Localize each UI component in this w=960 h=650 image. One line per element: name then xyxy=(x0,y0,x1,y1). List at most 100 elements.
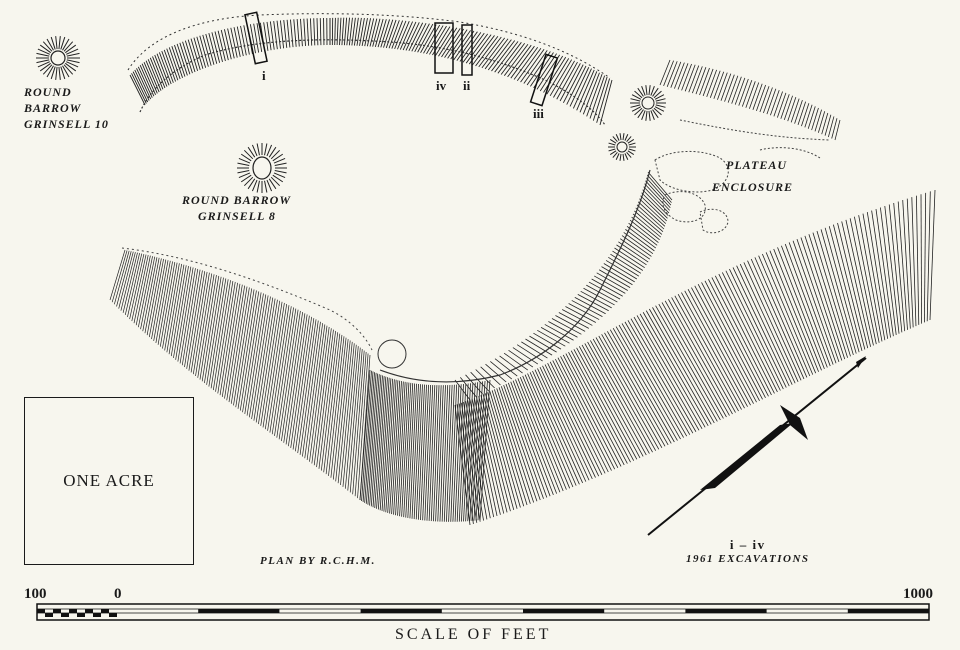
rampart-hachure xyxy=(582,72,600,115)
rampart-outer-edge xyxy=(127,13,611,79)
slope-hachure xyxy=(534,369,587,482)
slope-hachure xyxy=(605,260,638,280)
rampart-hachure xyxy=(256,23,263,53)
slope-hachure xyxy=(780,94,790,119)
rampart-hachure xyxy=(300,18,303,47)
rampart-hachure xyxy=(450,30,471,60)
spur-edge xyxy=(379,169,651,383)
slope-hachure xyxy=(482,394,515,511)
barrow-hachure xyxy=(42,64,53,75)
barrow-hachure xyxy=(624,153,629,160)
barrow-hachure xyxy=(615,134,620,141)
barrow-hachure xyxy=(264,180,268,193)
slope-hachure xyxy=(471,381,481,521)
slope-hachure xyxy=(177,267,194,362)
slope-hachure xyxy=(615,326,681,440)
slope-hachure xyxy=(677,63,689,90)
slope-hachure xyxy=(175,266,192,360)
barrow-hachure xyxy=(650,85,655,96)
slope-hachure xyxy=(467,382,476,522)
slope-hachure xyxy=(708,278,769,397)
slope-hachure xyxy=(127,253,143,318)
rampart-hachure xyxy=(351,17,356,46)
scale-check xyxy=(37,609,45,613)
slope-hachure xyxy=(345,346,359,489)
rampart-hachure xyxy=(279,20,285,49)
slope-hachure xyxy=(516,344,543,362)
slope-hachure xyxy=(359,354,371,501)
slope-hachure xyxy=(609,329,675,443)
slope-hachure xyxy=(720,73,732,101)
slope-hachure xyxy=(626,225,657,249)
slope-hachure xyxy=(349,349,363,493)
slope-hachure xyxy=(804,235,846,360)
rampart-hachure xyxy=(187,39,199,72)
barrow-hachure xyxy=(58,66,61,80)
slope-hachure xyxy=(387,379,397,513)
slope-hachure xyxy=(580,290,612,309)
slope-hachure xyxy=(297,319,317,454)
slope-hachure xyxy=(159,261,176,347)
rampart-hachure xyxy=(579,71,598,113)
barrow-hachure xyxy=(622,133,625,141)
slope-hachure xyxy=(645,180,671,209)
barrow-hachure xyxy=(37,48,50,55)
barrow-hachure xyxy=(637,87,644,97)
slope-hachure xyxy=(687,288,751,406)
rampart-hachure xyxy=(166,48,179,81)
rampart-hachure xyxy=(369,18,378,47)
slope-hachure xyxy=(285,313,306,445)
rampart-hachure xyxy=(374,18,384,48)
slope-hachure xyxy=(832,224,866,350)
rampart-hachure xyxy=(134,69,150,101)
slope-hachure xyxy=(135,255,151,326)
barrow-hachure xyxy=(652,109,659,119)
slope-hachure xyxy=(801,103,810,127)
slope-hachure xyxy=(724,74,735,102)
barrow-hachure xyxy=(62,65,70,78)
barrow-hachure xyxy=(268,178,277,190)
trench-iii xyxy=(529,53,559,107)
slope-hachure xyxy=(624,321,691,435)
slope-hachure xyxy=(568,351,628,464)
slope-hachure xyxy=(714,275,775,394)
slope-hachure xyxy=(430,385,438,522)
rampart-hachure xyxy=(500,42,526,75)
barrow-hachure xyxy=(64,62,77,72)
slope-hachure xyxy=(186,270,203,369)
slope-hachure xyxy=(769,250,819,372)
slope-hachure xyxy=(756,84,767,112)
slope-hachure xyxy=(323,333,341,473)
slope-hachure xyxy=(630,318,697,432)
slope-hachure xyxy=(503,352,529,371)
slope-hachure xyxy=(461,383,469,522)
slope-hachure xyxy=(706,69,717,98)
plan-credit: PLAN BY R.C.H.M. xyxy=(260,555,376,567)
slope-hachure xyxy=(357,353,369,499)
slope-hachure xyxy=(318,330,336,469)
rampart-hachure xyxy=(444,28,465,58)
scale-check xyxy=(53,609,61,613)
rampart-hachure xyxy=(174,44,186,77)
barrow-hachure xyxy=(66,59,80,64)
slope-hachure xyxy=(879,207,897,335)
excavations-caption: i – iv 1961 EXCAVATIONS xyxy=(686,537,810,565)
slope-hachure xyxy=(239,291,260,411)
rampart-hachure xyxy=(249,24,256,54)
slope-hachure xyxy=(598,335,663,449)
slope-hachure xyxy=(540,327,570,344)
slope-hachure xyxy=(401,382,410,517)
slope-hachure xyxy=(246,294,267,416)
barrow-hachure xyxy=(626,151,632,158)
slope-hachure xyxy=(717,72,728,100)
rampart-hachure xyxy=(223,29,232,60)
slope-hachure xyxy=(618,241,649,263)
slope-hachure xyxy=(463,383,471,522)
slope-hachure xyxy=(544,324,574,341)
scale-label-100: 100 xyxy=(24,586,47,602)
slope-hachure xyxy=(571,300,603,317)
rampart-hachure xyxy=(211,32,221,63)
slope-hachure xyxy=(454,379,471,401)
slope-hachure xyxy=(381,378,392,511)
rampart-hachure xyxy=(484,38,509,70)
